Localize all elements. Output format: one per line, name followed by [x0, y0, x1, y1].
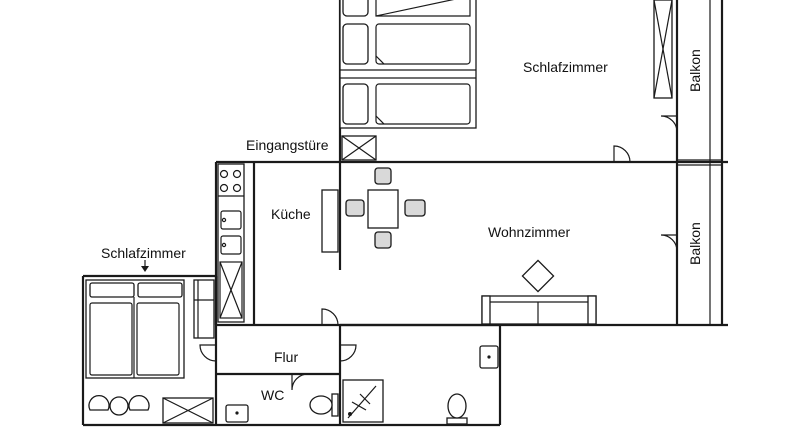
armchairs-small [88, 394, 150, 416]
walls [81, 0, 728, 427]
label-flur: Flur [274, 349, 298, 365]
kitchen-counter [217, 163, 245, 323]
storage-small [162, 397, 214, 424]
entrance-marker [341, 135, 377, 161]
bath-sink [479, 345, 499, 369]
label-schlafzimmer-small: Schlafzimmer [101, 245, 186, 261]
label-balkon-top: Balkon [687, 49, 703, 92]
armchair [521, 259, 555, 293]
shower [342, 379, 384, 423]
label-wohnzimmer: Wohnzimmer [488, 224, 571, 240]
label-kueche: Küche [271, 206, 311, 222]
wardrobe-small [193, 279, 215, 339]
label-balkon-bottom: Balkon [687, 222, 703, 265]
label-schlafzimmer-main: Schlafzimmer [523, 59, 608, 75]
wc-sink [225, 404, 249, 423]
arrow-down-icon [141, 260, 149, 272]
doors [199, 115, 678, 391]
toilet-bath [446, 393, 468, 425]
label-wc: WC [261, 387, 284, 403]
sofa [481, 295, 597, 325]
label-eingangstuere: Eingangstüre [246, 137, 329, 153]
wardrobe-main [653, 0, 673, 99]
toilet-wc [309, 393, 339, 417]
sideboard [321, 189, 339, 253]
bed-main [339, 0, 477, 129]
dining-set [345, 167, 426, 249]
bed-small [85, 279, 185, 379]
